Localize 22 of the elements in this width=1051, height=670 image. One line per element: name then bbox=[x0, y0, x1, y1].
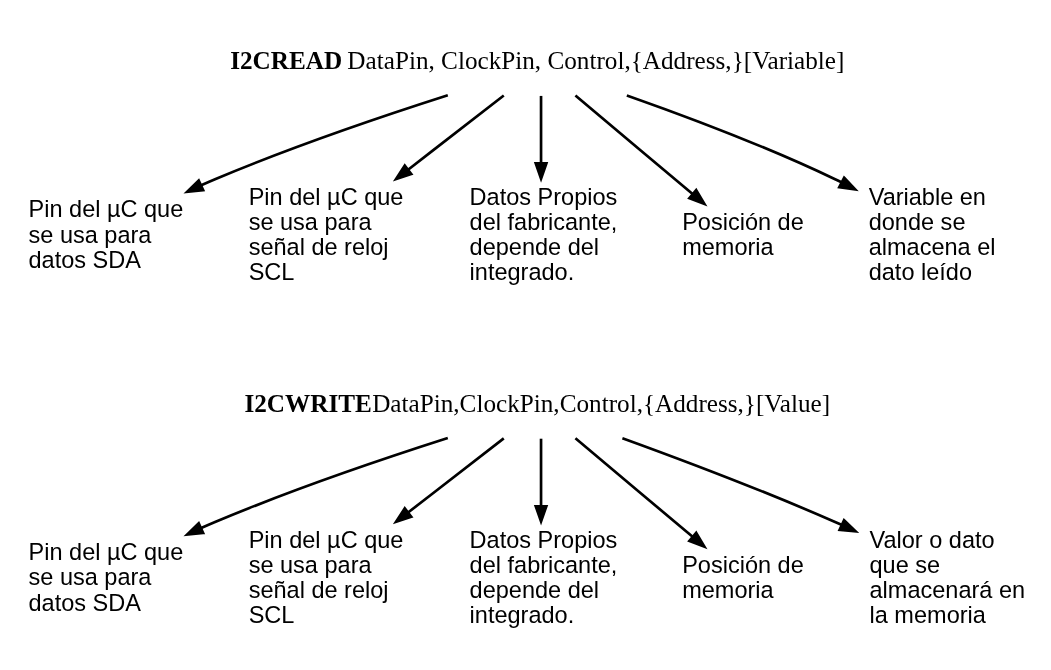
node-text: Pin del µC que se usa para datos SDA bbox=[28, 195, 184, 273]
node-text: Pin del µC que se usa para señal de reloj SCL bbox=[248, 183, 404, 285]
arrow bbox=[533, 438, 549, 525]
arrow bbox=[183, 93, 449, 193]
node-text: I2CWRITEDataPin,ClockPin,Control,{Address,}[Value] bbox=[244, 389, 831, 417]
node-text: Pin del µC que se usa para datos SDA bbox=[28, 538, 184, 616]
node-text: I2CREAD DataPin, ClockPin, Control,{Address,}[Variable] bbox=[230, 46, 845, 74]
node-text: Variable en donde se almacena el dato leído bbox=[868, 183, 996, 285]
arrow bbox=[626, 93, 859, 191]
arrow bbox=[392, 93, 505, 182]
arrow bbox=[621, 436, 860, 533]
node-text: Valor o dato que se almacenará en la memoria bbox=[869, 526, 1026, 628]
arrow bbox=[533, 95, 549, 183]
arrow bbox=[392, 436, 505, 524]
node-text: Pin del µC que se usa para señal de reloj SCL bbox=[248, 526, 404, 628]
arrow bbox=[183, 436, 449, 536]
node-text: Posición de memoria bbox=[682, 208, 804, 260]
arrow bbox=[574, 436, 708, 549]
node-text: Posición de memoria bbox=[682, 551, 804, 603]
node-text: Datos Propios del fabricante, depende del integrado. bbox=[469, 183, 618, 285]
node-text: Datos Propios del fabricante, depende del integrado. bbox=[469, 526, 618, 628]
arrow bbox=[574, 94, 708, 206]
